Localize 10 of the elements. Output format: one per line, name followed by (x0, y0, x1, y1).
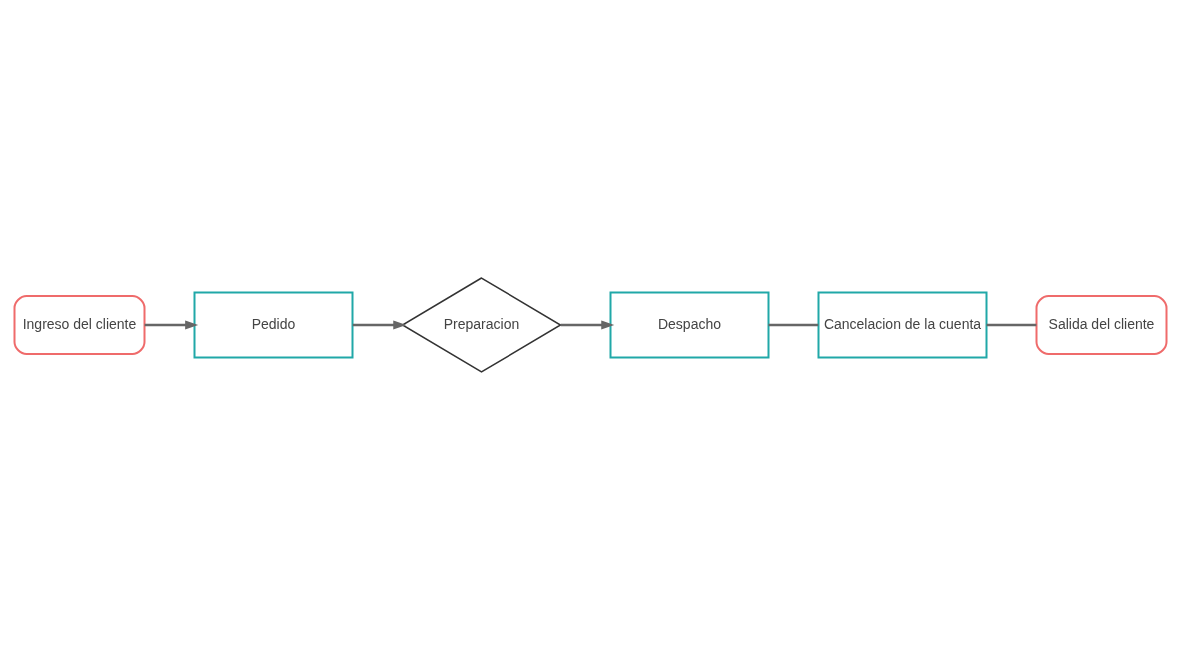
node-box: Cancelacion de la cuenta (817, 291, 987, 359)
arrow (560, 320, 614, 330)
connector (986, 323, 1036, 327)
node-box: Despacho (609, 291, 769, 359)
node-box: Ingreso del cliente (13, 295, 145, 355)
arrow (144, 320, 198, 330)
node-box: Salida del cliente (1035, 295, 1167, 355)
connector (768, 323, 818, 327)
node-box: Pedido (193, 291, 353, 359)
arrow (352, 320, 406, 330)
